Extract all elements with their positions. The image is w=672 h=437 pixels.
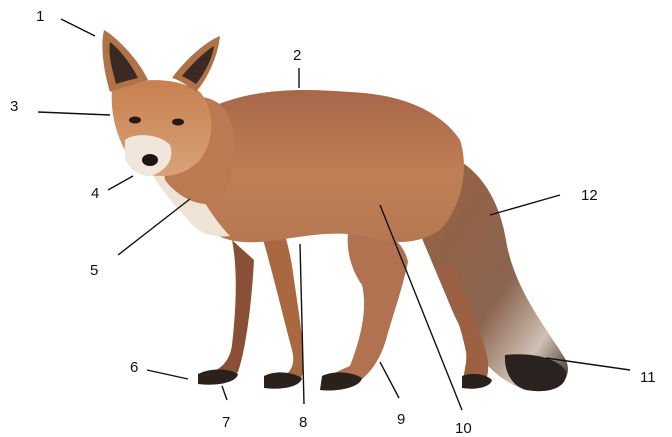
fox-body bbox=[192, 90, 464, 242]
label-1: 1 bbox=[36, 8, 44, 25]
fox-eye-left bbox=[129, 117, 141, 124]
leader-line-12 bbox=[490, 195, 560, 215]
leader-line-4 bbox=[108, 176, 133, 190]
fox-front-leg-near bbox=[262, 232, 303, 384]
label-5: 5 bbox=[90, 262, 98, 279]
fox-hind-paw-far bbox=[462, 374, 492, 389]
leader-line-3 bbox=[38, 112, 110, 115]
leader-line-9 bbox=[380, 362, 399, 398]
label-3: 3 bbox=[10, 98, 18, 115]
label-7: 7 bbox=[222, 414, 230, 431]
leader-line-1 bbox=[61, 19, 95, 36]
fox-nose bbox=[142, 154, 158, 166]
label-11: 11 bbox=[640, 369, 656, 386]
label-12: 12 bbox=[581, 187, 598, 204]
label-10: 10 bbox=[455, 420, 472, 437]
label-9: 9 bbox=[397, 411, 405, 428]
label-2: 2 bbox=[293, 47, 301, 64]
leader-line-5 bbox=[118, 199, 190, 255]
leader-line-7 bbox=[222, 386, 227, 400]
fox-front-paw-far bbox=[198, 370, 238, 385]
fox-eye-right bbox=[172, 119, 184, 126]
label-6: 6 bbox=[130, 359, 138, 376]
label-8: 8 bbox=[299, 414, 307, 431]
fox-front-leg-far bbox=[206, 240, 254, 382]
leader-line-6 bbox=[147, 370, 188, 379]
label-4: 4 bbox=[91, 185, 99, 202]
fox-illustration bbox=[102, 30, 568, 391]
